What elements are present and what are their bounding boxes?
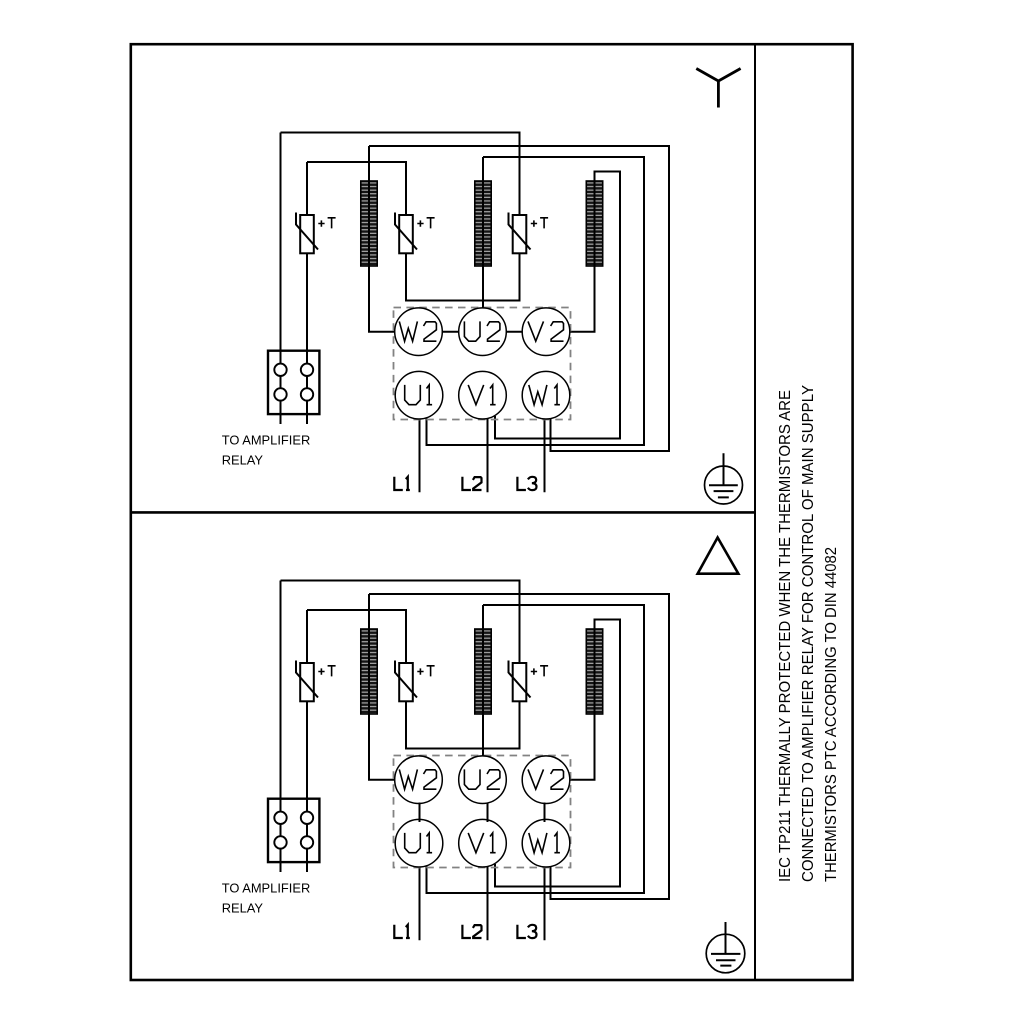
svg-text:IEC TP211 THERMALLY PROTECTED: IEC TP211 THERMALLY PROTECTED WHEN THE T… (777, 390, 794, 882)
svg-text:THERMISTORS PTC ACCORDING TO D: THERMISTORS PTC ACCORDING TO DIN 44082 (823, 547, 840, 882)
svg-text:CONNECTED TO AMPLIFIER RELAY F: CONNECTED TO AMPLIFIER RELAY FOR CONTROL… (800, 385, 817, 882)
